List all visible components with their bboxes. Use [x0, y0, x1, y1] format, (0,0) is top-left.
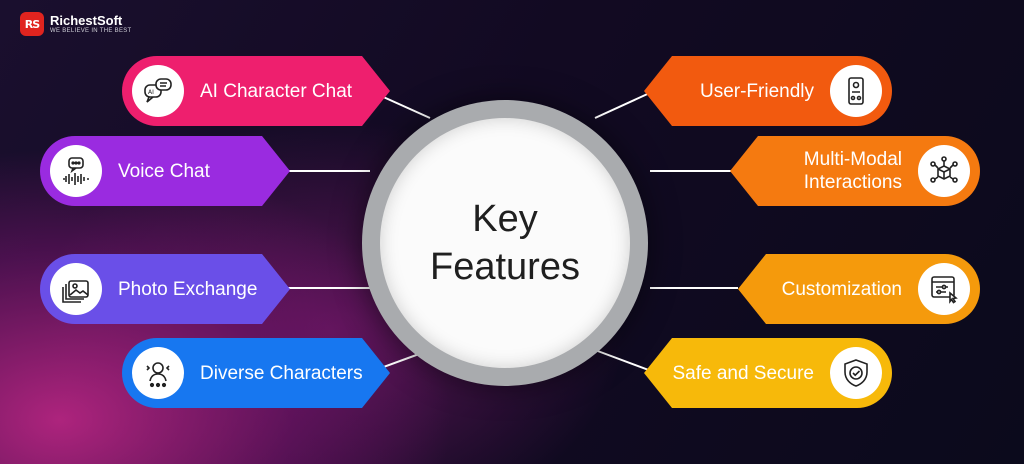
feature-label: Customization — [781, 278, 902, 300]
feature-multi-modal-interactions: Multi-Modal Interactions — [730, 136, 980, 206]
settings-window-icon — [918, 263, 970, 315]
feature-diverse-characters: Diverse Characters — [122, 338, 390, 408]
svg-text:AI: AI — [148, 89, 154, 96]
feature-user-friendly: User-Friendly — [644, 56, 892, 126]
shield-check-icon — [830, 347, 882, 399]
brand-tagline: WE BELIEVE IN THE BEST — [50, 28, 132, 34]
brand-name: RichestSoft — [50, 13, 123, 28]
feature-label: User-Friendly — [699, 80, 814, 102]
feature-voice-chat: Voice Chat — [40, 136, 290, 206]
connector-line — [594, 349, 655, 373]
voice-chat-icon — [50, 145, 102, 197]
feature-label: Safe and Secure — [672, 362, 814, 384]
key-features-hub: Key Features — [362, 100, 648, 386]
feature-label: Voice Chat — [118, 160, 210, 182]
feature-photo-exchange: Photo Exchange — [40, 254, 290, 324]
feature-safe-and-secure: Safe and Secure — [644, 338, 892, 408]
feature-customization: Customization — [738, 254, 980, 324]
ai-chat-icon: AI — [132, 65, 184, 117]
character-network-icon — [132, 347, 184, 399]
cube-network-icon — [918, 145, 970, 197]
feature-label: AI Character Chat — [200, 80, 353, 102]
photo-gallery-icon — [50, 263, 102, 315]
feature-ai-character-chat: AI AI Character Chat — [122, 56, 390, 126]
feature-label: Photo Exchange — [118, 278, 258, 300]
hub-title: Key Features — [430, 198, 580, 288]
brand-logo: RS RichestSoft WE BELIEVE IN THE BEST — [20, 12, 132, 36]
feature-label: Multi-Modal Interactions — [803, 149, 902, 193]
feature-label: Diverse Characters — [200, 362, 363, 384]
connector-line — [594, 90, 655, 119]
brand-mark: RS — [20, 12, 44, 36]
mobile-interface-icon — [830, 65, 882, 117]
hub-inner-circle: Key Features — [380, 118, 630, 368]
